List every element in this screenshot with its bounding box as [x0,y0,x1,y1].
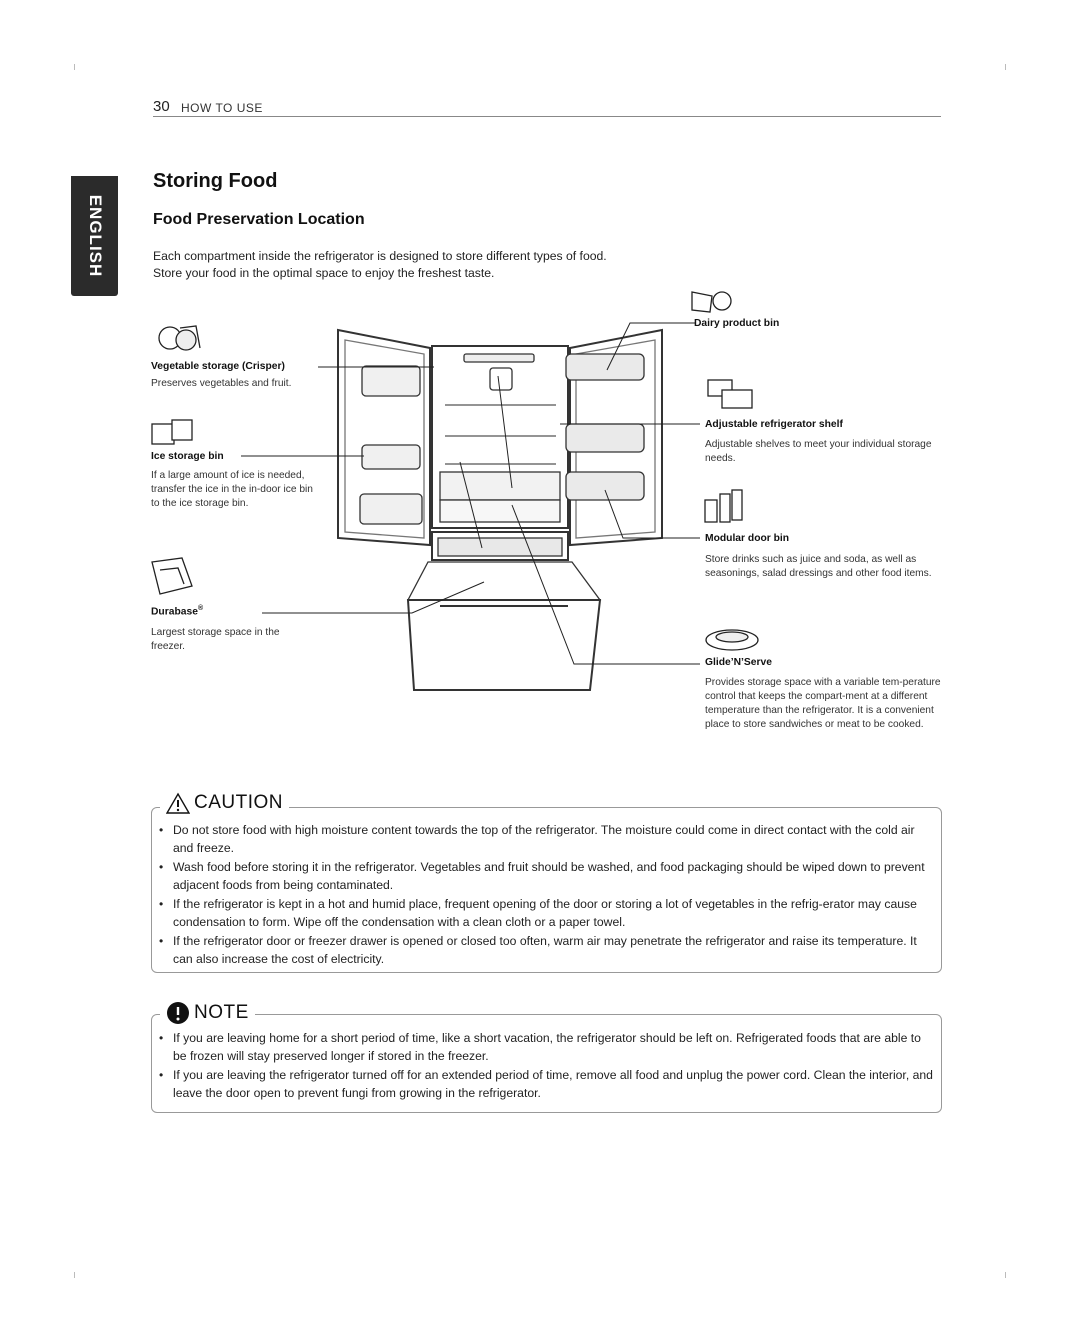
intro-line-1: Each compartment inside the refrigerator… [153,249,607,263]
exclamation-circle-icon [167,1002,189,1024]
ice-bag-icon [151,557,193,595]
section-title: HOW TO USE [181,101,263,115]
crop-mark [1005,1272,1006,1278]
plate-icon [705,629,759,651]
page-number: 30 [153,98,170,115]
dairy-bin-label: Dairy product bin [694,318,780,329]
section-subtitle: Food Preservation Location [153,211,365,228]
intro-line-2: Store your food in the optimal space to … [153,266,495,280]
warning-triangle-icon [166,792,190,814]
vegetable-icon [158,325,201,351]
language-tab: ENGLISH [71,176,118,296]
ice-cube-icon [151,419,193,445]
caution-item: Wash food before storing it in the refri… [151,858,931,894]
modular-door-bin-desc: Store drinks such as juice and soda, as … [705,554,932,579]
crop-mark [74,64,75,70]
container-icon [707,379,753,409]
note-list: If you are leaving home for a short peri… [151,1029,933,1103]
header-divider [153,116,941,117]
note-heading-text: NOTE [194,1002,249,1023]
crop-mark [1005,64,1006,70]
dairy-icon [691,291,732,313]
modular-door-bin-label: Modular door bin [705,533,790,544]
adjustable-shelf-label: Adjustable refrigerator shelf [705,419,843,430]
caution-item: If the refrigerator is kept in a hot and… [151,895,931,931]
refrigerator-illustration [151,291,759,691]
adjustable-shelf-desc: Adjustable shelves to meet your individu… [705,439,932,464]
crop-mark [74,1272,75,1278]
language-tab-label: ENGLISH [85,194,105,278]
durabase-desc: Largest storage space in the freezer. [151,627,280,652]
note-heading: NOTE [160,1001,255,1025]
caution-item: Do not store food with high moisture con… [151,821,931,857]
durabase-label: Durabase® [151,605,204,618]
bottles-icon [704,489,743,523]
note-item: If you are leaving home for a short peri… [151,1029,933,1065]
caution-list: Do not store food with high moisture con… [151,821,931,969]
caution-heading-text: CAUTION [194,792,283,813]
caution-heading: CAUTION [160,792,289,814]
glide-n-serve-desc: Provides storage space with a variable t… [705,677,941,730]
note-item: If you are leaving the refrigerator turn… [151,1066,933,1102]
ice-storage-desc: If a large amount of ice is needed, tran… [151,470,313,509]
ice-storage-label: Ice storage bin [151,451,224,462]
vegetable-storage-desc: Preserves vegetables and fruit. [151,378,292,389]
vegetable-storage-label: Vegetable storage (Crisper) [151,361,285,372]
glide-n-serve-label: Glide’N’Serve [705,657,772,668]
caution-item: If the refrigerator door or freezer draw… [151,932,931,968]
page-title: Storing Food [153,170,278,192]
